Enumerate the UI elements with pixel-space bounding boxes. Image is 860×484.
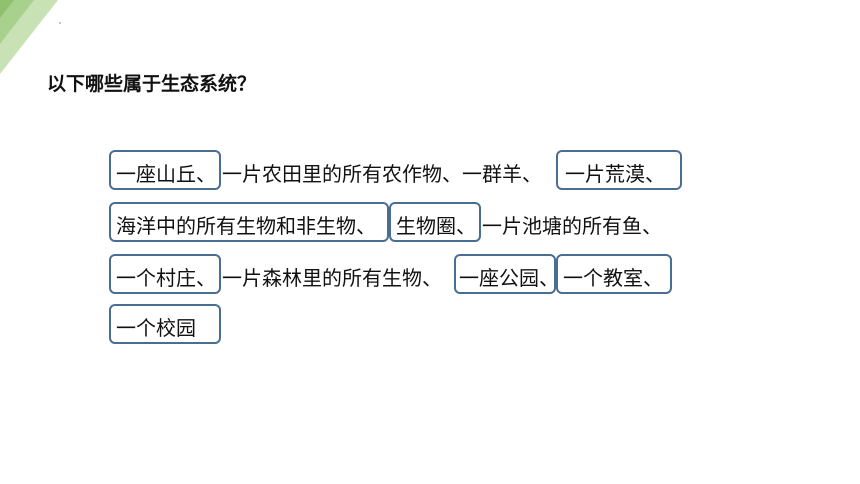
answer-box-desert — [556, 150, 682, 190]
item-forest-organisms: 一片森林里的所有生物、 — [222, 266, 442, 290]
item-biosphere: 生物圈、 — [396, 214, 476, 238]
answer-box-campus — [109, 304, 221, 344]
item-farmland-and-sheep: 一片农田里的所有农作物、一群羊、 — [222, 162, 542, 186]
answer-box-village — [109, 254, 221, 294]
question-title: 以下哪些属于生态系统？ — [47, 73, 257, 95]
item-park: 一座公园、 — [459, 266, 559, 290]
item-classroom: 一个教室、 — [563, 266, 663, 290]
item-campus: 一个校园 — [116, 316, 196, 340]
item-hill: 一座山丘、 — [116, 162, 216, 186]
answer-box-biosphere — [389, 202, 481, 242]
item-ocean: 海洋中的所有生物和非生物、 — [116, 214, 376, 238]
corner-decoration — [0, 0, 58, 74]
item-pond-fish: 一片池塘的所有鱼、 — [482, 214, 662, 238]
decorative-dot — [59, 22, 61, 24]
item-village: 一个村庄、 — [116, 266, 216, 290]
answer-box-classroom — [556, 254, 672, 294]
answer-box-hill — [109, 150, 221, 190]
item-desert: 一片荒漠、 — [565, 162, 665, 186]
answer-box-park — [454, 254, 556, 294]
answer-box-ocean — [109, 202, 389, 242]
